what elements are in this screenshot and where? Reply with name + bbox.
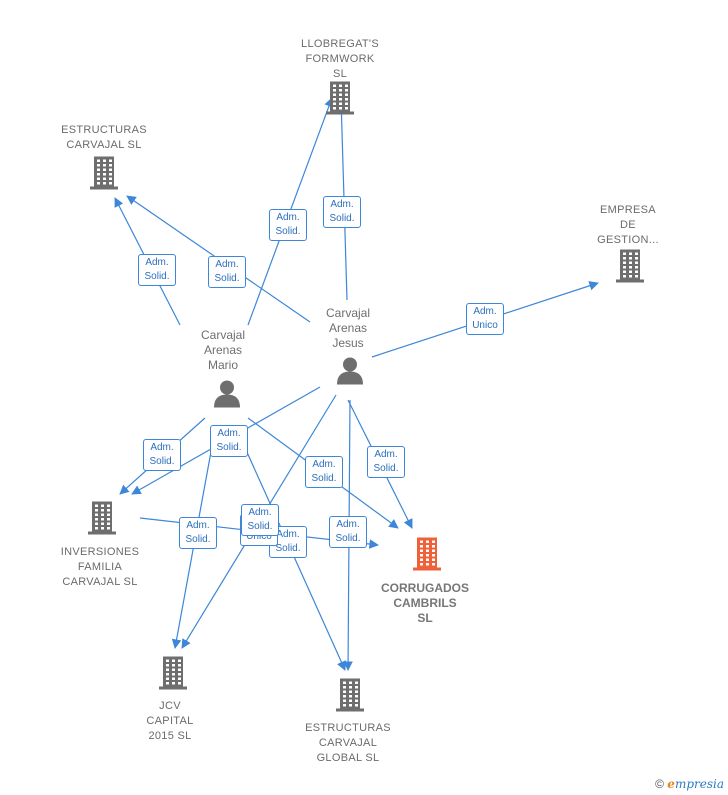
edge-badge-jesus-estructuras_carvajal[interactable]: Adm. Solid. [208,256,246,288]
edge-badge-mario-llobregat[interactable]: Adm. Solid. [269,209,307,241]
edge-badge-jesus-corrugados[interactable]: Adm. Solid. [367,446,405,478]
building-icon[interactable] [325,81,355,120]
person-icon[interactable] [335,356,365,391]
node-label-mario[interactable]: Carvajal Arenas Mario [200,328,246,372]
edge-badge-mario-estructuras_carvajal[interactable]: Adm. Solid. [138,254,176,286]
edge-badge-mario-estructuras_global[interactable]: Adm. Solid. [241,504,279,536]
building-icon[interactable] [615,249,645,288]
edge-badge-mario-jcv[interactable]: Adm. Solid. [179,517,217,549]
node-label-jesus[interactable]: Carvajal Arenas Jesus [325,306,371,350]
building-icon[interactable] [335,678,365,717]
node-label-corrugados[interactable]: CORRUGADOS CAMBRILS SL [380,581,470,625]
node-label-empresa-gestion[interactable]: EMPRESA DE GESTION... [597,204,659,246]
building-icon[interactable] [87,501,117,540]
edge-badge-jesus-estructuras_global[interactable]: Adm. Solid. [329,516,367,548]
edge-badge-jesus-llobregat[interactable]: Adm. Solid. [323,196,361,228]
building-icon[interactable] [158,656,188,695]
node-label-jcv[interactable]: JCV CAPITAL 2015 SL [146,700,194,742]
edge-badge-mario-inversiones[interactable]: Adm. Solid. [210,425,248,457]
copyright-symbol: © [655,777,664,791]
node-label-inversiones[interactable]: INVERSIONES FAMILIA CARVAJAL SL [60,546,140,588]
brand-logo[interactable]: empresia [667,777,724,791]
footer-brand: © empresia [655,777,724,791]
building-icon[interactable] [89,156,119,195]
edge-badge-jesus-inversiones[interactable]: Adm. Solid. [143,439,181,471]
edge-badge-mario-corrugados[interactable]: Adm. Solid. [305,456,343,488]
edge-badge-jesus-empresa_gestion[interactable]: Adm. Unico [466,303,504,335]
node-label-llobregat[interactable]: LLOBREGAT'S FORMWORK SL [301,38,379,80]
node-label-estructuras-global[interactable]: ESTRUCTURAS CARVAJAL GLOBAL SL [305,722,391,764]
node-label-estructuras-carvajal[interactable]: ESTRUCTURAS CARVAJAL SL [61,124,147,151]
person-icon[interactable] [212,379,242,414]
building-icon[interactable] [412,537,442,576]
